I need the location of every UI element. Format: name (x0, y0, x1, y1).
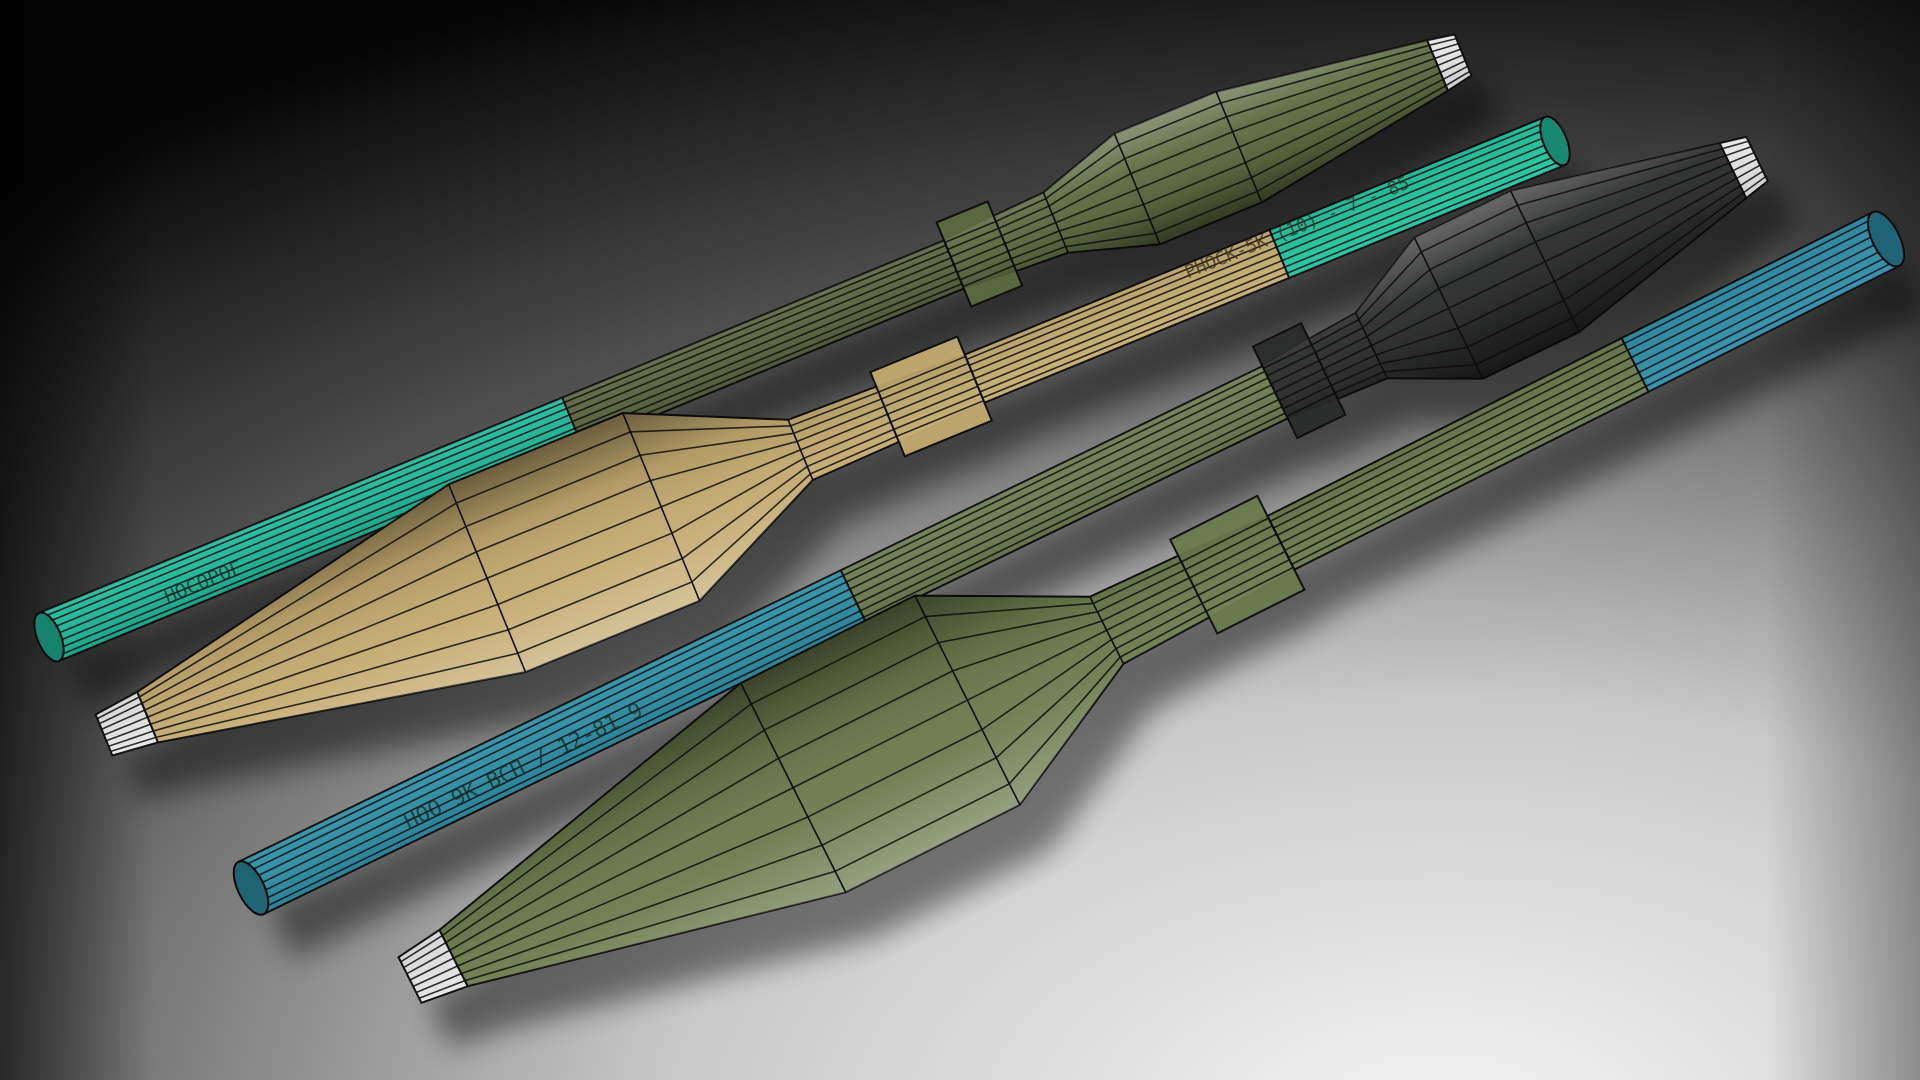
facet-ring (962, 350, 987, 407)
tail-end-cap (232, 860, 270, 916)
band-edge (1268, 229, 1290, 279)
facet-ring (447, 484, 527, 673)
facet-ring (1264, 511, 1298, 575)
facet-line (103, 140, 1556, 736)
shading (95, 116, 1565, 756)
tail-end-cap (1866, 210, 1906, 268)
facet-ring (1308, 338, 1339, 400)
facet-ring (1510, 190, 1580, 333)
facet-ring (1042, 192, 1069, 253)
facet-ring (941, 236, 967, 293)
rocket-3: НОО 9К ВСП / 12-81 9 (232, 135, 1770, 916)
facet-ring (1413, 237, 1484, 380)
facet-ring (914, 595, 1021, 806)
facet-ring (1426, 39, 1449, 92)
rocket-4 (397, 210, 1906, 1005)
facet-ring (136, 691, 159, 743)
facet-ring (1113, 133, 1161, 245)
facet-line (250, 158, 1758, 889)
facet-ring (992, 215, 1017, 272)
facet-ring (739, 682, 847, 893)
shading (398, 212, 1900, 1003)
facet-ring (1177, 555, 1210, 618)
facet-ring (1718, 142, 1747, 199)
facet-ring (1089, 596, 1125, 665)
tail-end-cap (1539, 115, 1571, 167)
band-edge (840, 570, 867, 623)
facet-line (48, 54, 1464, 638)
facet-ring (438, 929, 469, 987)
facet-ring (875, 386, 900, 443)
facet-ring (1215, 91, 1263, 203)
rocket-2: РНОСК-5К (10) - 7 - 85 (94, 115, 1571, 757)
tail-end-cap (33, 611, 65, 663)
shading (39, 34, 1472, 662)
rocket-1: НОСОРОГ (33, 33, 1473, 663)
facet-ring (1354, 312, 1388, 379)
shading (238, 136, 1768, 915)
facet-ring (787, 419, 814, 481)
band-edge (1621, 337, 1650, 393)
facet-ring (622, 412, 701, 602)
facet-ring (1259, 361, 1291, 423)
facet-line (409, 238, 1887, 981)
